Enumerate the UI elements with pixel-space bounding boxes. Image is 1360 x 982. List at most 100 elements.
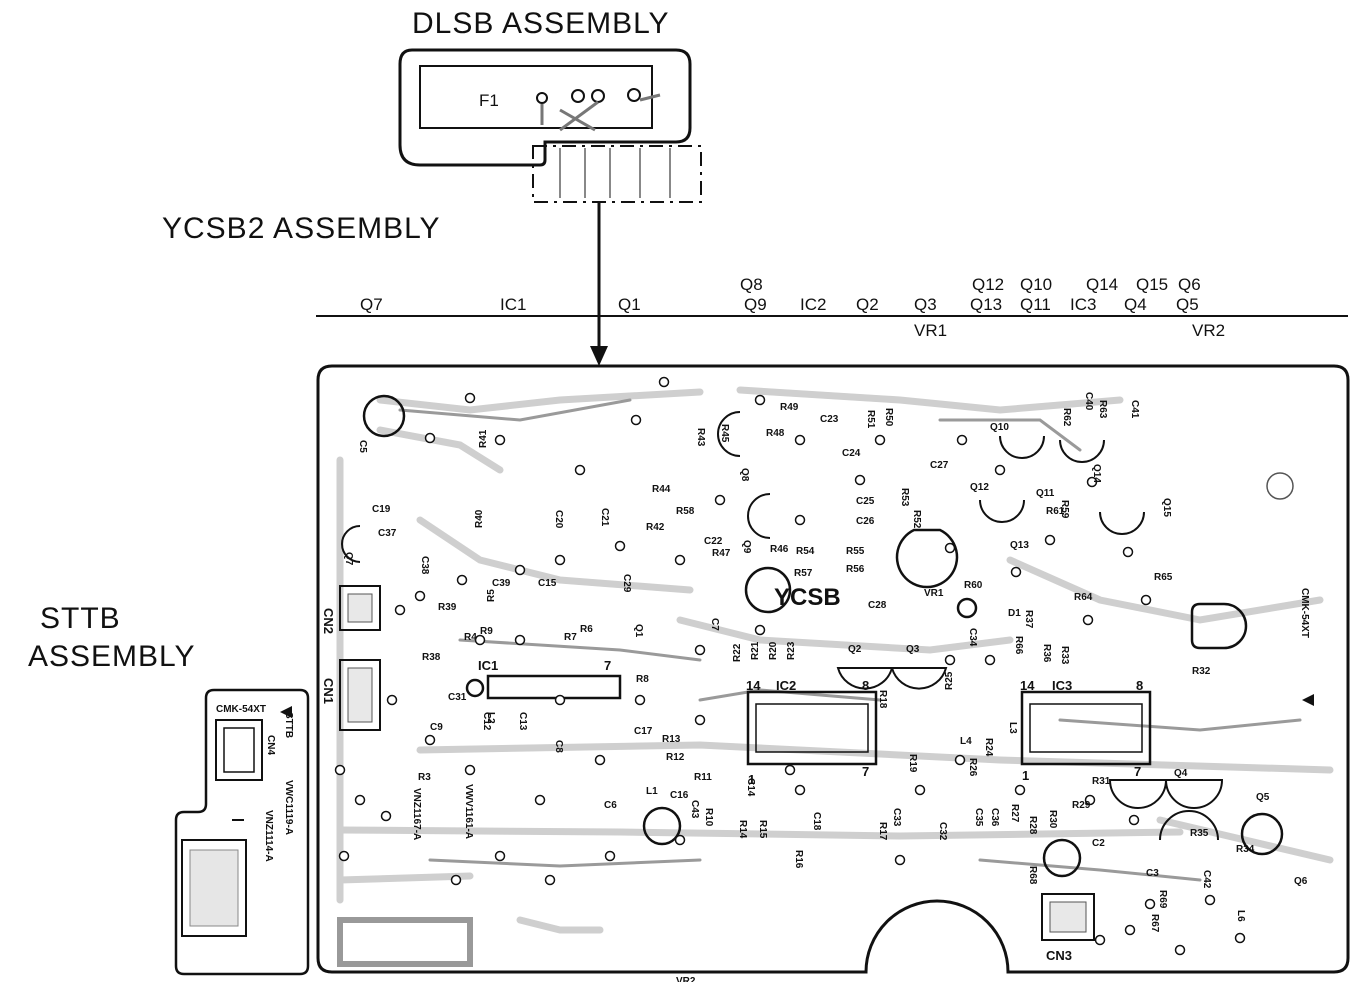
sttb-connector-body [223,727,255,773]
component-ref-label: R35 [1190,828,1209,839]
component-ref-label: C18 [811,812,822,831]
solder-pad [694,644,706,656]
ic-pin-label: 8 [1136,678,1143,693]
component-ref-label: R29 [1072,800,1091,811]
component-ref-label: C7 [709,618,720,631]
component-ref-label: R64 [1074,592,1093,603]
solder-pad [474,634,486,646]
component-ref-label: Q13 [1010,540,1029,551]
dlsb-component-area [419,65,653,129]
board-part-number-1: VNZ1167-A [411,788,422,840]
sttb-part-number-2: VNZ1114-A [263,810,274,862]
component-ref-label: Q11 [1036,488,1055,499]
component-ref-label: C6 [604,800,617,811]
component-ref-label: C9 [430,722,443,733]
component-ref-label: R59 [1059,500,1070,519]
ic1-package [486,674,622,700]
ic-pin-label: 8 [862,678,869,693]
component-ref-label: R56 [846,564,865,575]
component-ref-label: C2 [1092,838,1105,849]
ic-label: IC3 [1052,678,1072,693]
component-ref-label: L1 [646,786,658,797]
ic-pin-label: 7 [862,764,869,779]
component-ref-label: R39 [438,602,457,613]
header-ref-row2: Q13 [970,295,1002,314]
header-ref-row2: IC3 [1070,295,1096,314]
solder-pad [784,764,796,776]
solder-pad [674,554,686,566]
solder-pad [794,434,806,446]
sttb-connector-cn4 [215,719,263,781]
solder-pad [658,376,670,388]
sttb-assembly-title-line2: ASSEMBLY [28,640,196,673]
component-ref-label: Q3 [906,644,920,655]
solder-pad [450,874,462,886]
sttb-part-code: CMK-54XT [216,704,266,715]
solder-pad [534,794,546,806]
solder-pad [1140,594,1152,606]
vr1-trimmer [895,528,959,589]
component-ref-label: C19 [372,504,391,515]
component-ref-label: R14 [737,820,748,839]
solder-pad [1084,794,1096,806]
component-ref-label: C23 [820,414,839,425]
component-ref-label: R46 [770,544,789,555]
solder-pad [714,494,726,506]
component-ref-label: Q9 [741,540,752,554]
component-ref-label: R10 [703,808,714,827]
component-ref-label: R38 [422,652,441,663]
component-ref-label: R52 [911,510,922,529]
sttb-transformer [181,839,247,937]
component-ref-label: R48 [766,428,785,439]
mounting-hole [1266,472,1294,500]
solder-pad [914,784,926,796]
header-ref-row1: Q12 [972,275,1004,294]
component-ref-label: R22 [732,643,743,662]
component-ref-label: R67 [1149,914,1160,933]
component-ref-label: R20 [768,641,779,660]
component-ref-label: Q8 [739,468,750,482]
component-ref-label: R9 [480,626,493,637]
dlsb-assembly-title: DLSB ASSEMBLY [412,7,670,40]
header-ref-row2: Q4 [1124,295,1147,314]
component-ref-label: C13 [517,712,528,731]
cn2-body [347,593,373,623]
ic-pin-label: 14 [746,678,761,693]
header-ref-row2: Q9 [744,295,767,314]
solder-pad [338,850,350,862]
solder-pad [1234,932,1246,944]
solder-pad [694,714,706,726]
solder-pad [944,654,956,666]
component-ref-label: R50 [883,408,894,427]
component-ref-label: R60 [964,580,983,591]
ic-label: IC1 [478,658,498,673]
solder-pad [464,764,476,776]
component-ref-label: R42 [646,522,665,533]
solder-pad [1094,934,1106,946]
solder-pad [674,834,686,846]
component-ref-label: R58 [676,506,695,517]
component-ref-label: R61 [1046,506,1065,517]
cn3-body [1049,901,1087,933]
solder-pad [1014,784,1026,796]
ycsb2-assembly-title: YCSB2 ASSEMBLY [162,212,441,245]
component-ref-label: R69 [1157,890,1168,909]
component-ref-label: C21 [599,508,610,527]
component-ref-label: R15 [757,820,768,839]
component-ref-label: Q10 [990,422,1009,433]
component-ref-label: R17 [877,822,888,841]
vr2-trimmer [1190,602,1248,650]
header-ref-row2: Q2 [856,295,879,314]
component-ref-label: R4 [464,632,477,643]
component-ref-label: R62 [1061,408,1072,427]
component-ref-label: C42 [1201,870,1212,889]
sttb-connector-label: CN4 [265,735,276,755]
component-ref-label: L3 [1007,722,1018,734]
component-ref-label: C17 [634,726,653,737]
dlsb-connector-dashed [532,145,702,203]
component-ref-label: R32 [1192,666,1211,677]
